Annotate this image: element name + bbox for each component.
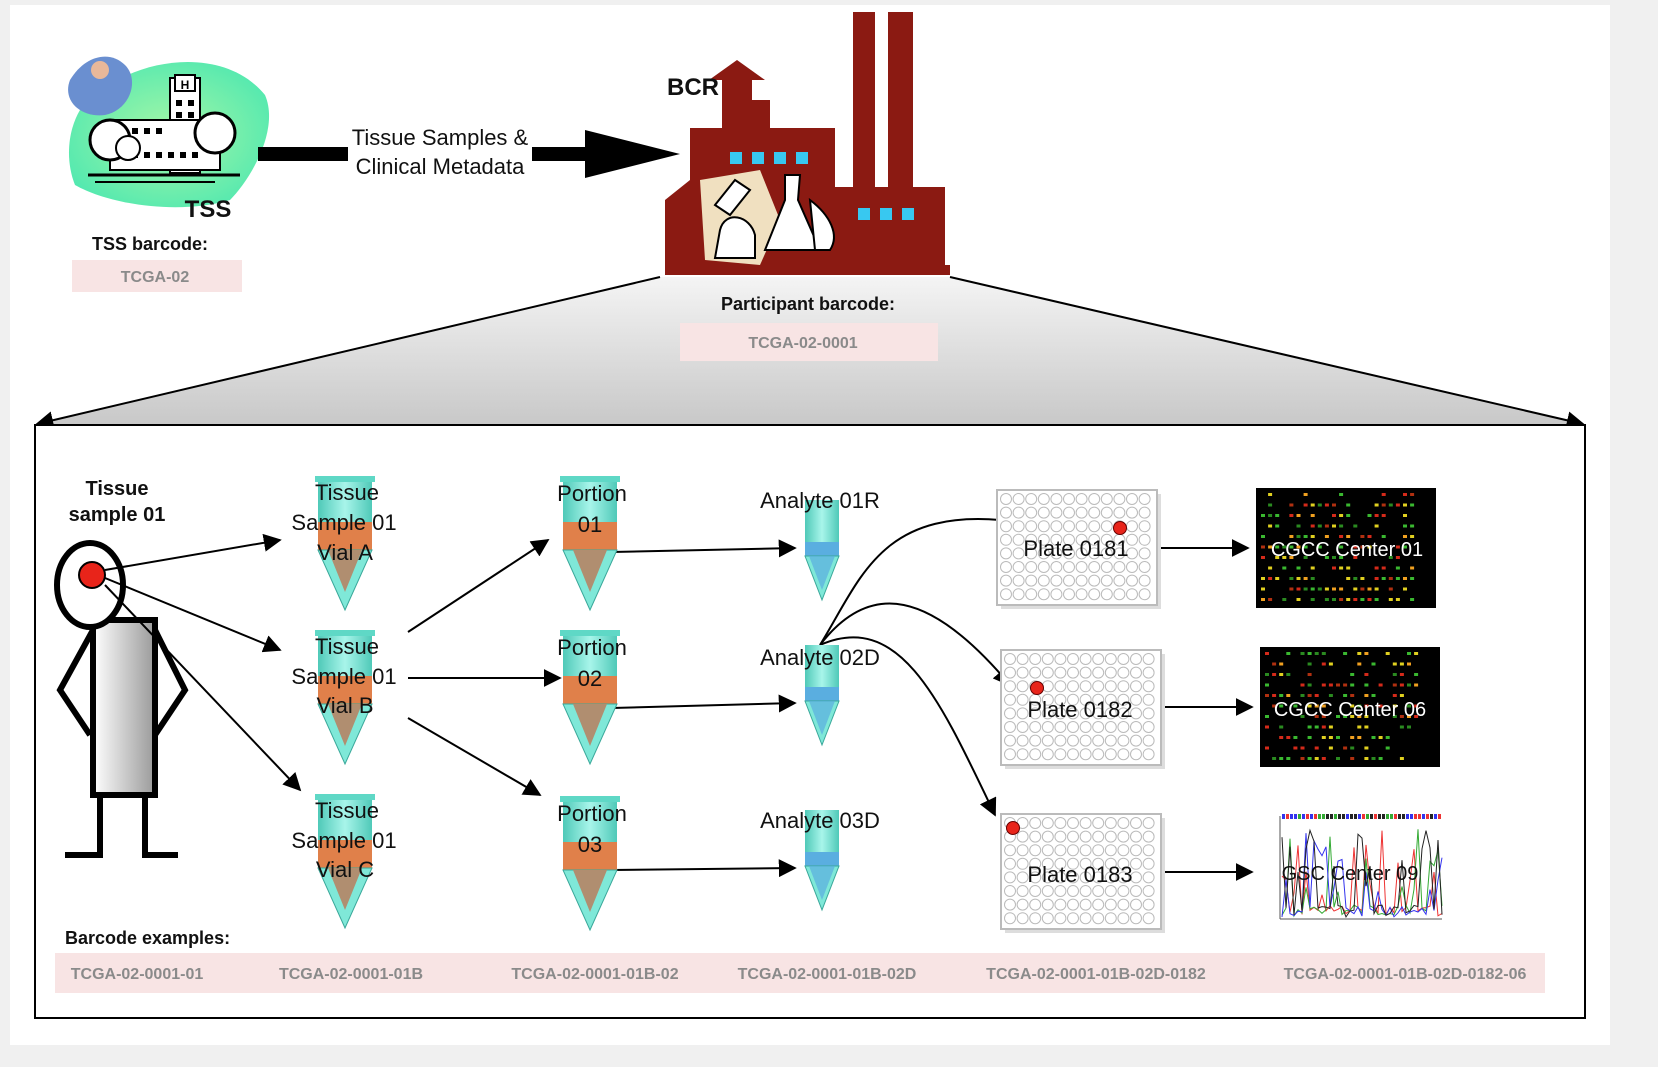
analyte-2-label: Analyte 02D <box>760 645 880 670</box>
participant-barcode-label: Participant barcode: <box>721 294 895 314</box>
bcr-label: BCR <box>667 74 719 101</box>
barcode-examples-highlight <box>55 953 1545 993</box>
vial-a-line3: Vial A <box>317 540 373 565</box>
analyte-tube-1 <box>804 500 840 602</box>
barcode-example-3: TCGA-02-0001-01B-02 <box>511 966 678 983</box>
plate-0182 <box>1000 649 1165 769</box>
barcode-example-6: TCGA-02-0001-01B-02D-0182-06 <box>1284 966 1527 983</box>
barcode-example-4: TCGA-02-0001-01B-02D <box>738 966 917 983</box>
vial-a-line1: Tissue <box>315 480 379 505</box>
vial-b-line3: Vial B <box>316 693 373 718</box>
shipment-text-1: Tissue Samples & <box>352 125 529 150</box>
portion-3-line2: 03 <box>578 832 602 857</box>
microarray-center-01 <box>1256 488 1436 608</box>
center-3-label: GSC Center 09 <box>1282 863 1419 885</box>
microarray-center-06 <box>1260 647 1440 767</box>
plate-2-label: Plate 0182 <box>1027 697 1132 722</box>
centers <box>1256 488 1443 927</box>
analyte-tubes <box>804 500 840 912</box>
sample-marker <box>1113 521 1127 535</box>
factory-icon <box>665 12 950 275</box>
portion-2-line2: 02 <box>578 666 602 691</box>
svg-text:H: H <box>181 78 190 92</box>
portion-3-line1: Portion <box>557 801 627 826</box>
portion-1-line1: Portion <box>557 481 627 506</box>
vial-a-line2: Sample 01 <box>291 510 396 535</box>
participant-barcode-value: TCGA-02-0001 <box>748 335 857 352</box>
participant-barcode-highlight <box>680 323 938 361</box>
vial-tube-3 <box>315 794 375 930</box>
plate-0183 <box>1000 813 1165 933</box>
barcode-example-5: TCGA-02-0001-01B-02D-0182 <box>986 966 1206 983</box>
portion-tube-3 <box>560 796 620 932</box>
hospital-icon: H <box>68 56 270 208</box>
barcode-example-1: TCGA-02-0001-01 <box>71 966 204 983</box>
center-2-label: CGCC Center 06 <box>1274 699 1426 721</box>
vial-tubes <box>315 476 375 930</box>
plate-0181 <box>996 489 1161 609</box>
portion-tube-1 <box>560 476 620 612</box>
tissue-sample-line1: Tissue <box>86 478 149 500</box>
plate-1-label: Plate 0181 <box>1023 536 1128 561</box>
analyte-3-label: Analyte 03D <box>760 808 880 833</box>
portion-tube-2 <box>560 630 620 766</box>
sample-marker <box>1030 681 1044 695</box>
participant-figure <box>54 540 189 858</box>
center-1-label: CGCC Center 01 <box>1271 539 1423 561</box>
analyte-1-label: Analyte 01R <box>760 488 880 513</box>
vial-b-line2: Sample 01 <box>291 664 396 689</box>
shipment-arrow <box>258 130 680 178</box>
plate-3-label: Plate 0183 <box>1027 862 1132 887</box>
portion-2-line1: Portion <box>557 635 627 660</box>
barcode-examples-label: Barcode examples: <box>65 928 230 948</box>
shipment-text-2: Clinical Metadata <box>356 154 526 179</box>
sequencing-trace-center-09 <box>1270 812 1443 927</box>
sample-marker <box>1006 821 1020 835</box>
vial-c-line3: Vial C <box>316 857 374 882</box>
portion-tubes <box>560 476 620 932</box>
vial-c-line1: Tissue <box>315 798 379 823</box>
barcode-example-2: TCGA-02-0001-01B <box>279 966 423 983</box>
tss-barcode-highlight <box>72 260 242 292</box>
vial-tube-1 <box>315 476 375 612</box>
analyte-tube-2 <box>804 645 840 747</box>
plates <box>996 489 1165 933</box>
vial-tube-2 <box>315 630 375 766</box>
vial-b-line1: Tissue <box>315 634 379 659</box>
tss-label: TSS <box>185 196 232 223</box>
tss-barcode-label: TSS barcode: <box>92 234 208 254</box>
tss-barcode-value: TCGA-02 <box>121 269 190 286</box>
tissue-sample-line2: sample 01 <box>69 504 166 526</box>
vial-c-line2: Sample 01 <box>291 828 396 853</box>
analyte-tube-3 <box>804 810 840 912</box>
portion-1-line2: 01 <box>578 512 602 537</box>
